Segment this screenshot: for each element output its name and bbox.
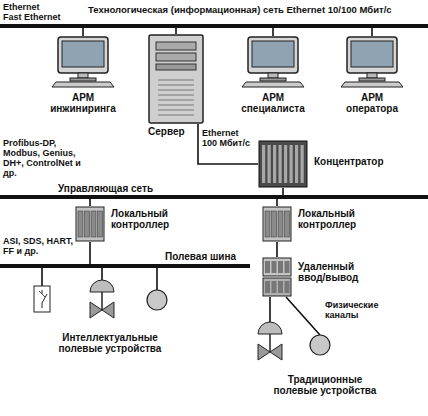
remote-io-icon [262, 257, 292, 297]
device-node: АРМ инжиниринга [47, 36, 119, 114]
connector [198, 124, 258, 164]
field-devices-picture-svg [20, 272, 200, 328]
edge-label: Ethernet 100 Мбит/с [202, 128, 256, 148]
device-label: Локальный контроллер [111, 208, 179, 230]
controller-icon [75, 206, 105, 242]
bus-label: Управляющая сеть [58, 183, 153, 194]
server-icon [148, 34, 204, 124]
device-node: Локальный контроллер [262, 206, 292, 242]
connector [89, 199, 91, 206]
connector [272, 28, 274, 36]
bus-line [0, 24, 428, 28]
workstation-icon [339, 36, 405, 88]
bus-label: Технологическая (информационная) сеть Et… [88, 4, 392, 15]
network-label: Fast Ethernet [3, 12, 61, 22]
field-devices-picture-svg [230, 318, 420, 370]
device-node: АРМ оператора [336, 36, 408, 114]
device-label: Удаленный ввод/вывод [298, 261, 366, 283]
device-label: Концентратор [314, 156, 384, 167]
device-node: Сервер [148, 34, 208, 137]
field-devices-picture [20, 272, 200, 328]
caption-wrap: Сервер [148, 34, 208, 137]
bus-line [0, 264, 250, 268]
group-caption: Интеллектуальные полевые устройства [51, 332, 169, 354]
connector [371, 28, 373, 36]
field-devices-picture [230, 318, 420, 370]
bus-line [0, 195, 428, 199]
workstation-label: АРМ оператора [336, 92, 408, 114]
server-icon-svg [148, 34, 204, 124]
server-label: Сервер [148, 126, 208, 137]
group-caption: Традиционные полевые устройства [266, 374, 384, 396]
workstation-icon-svg [240, 36, 306, 88]
network-label: ASI, SDS, HART, FF и др. [3, 236, 75, 256]
network-bus: Технологическая (информационная) сеть Et… [0, 4, 428, 28]
bus-label: Полевая шина [165, 251, 236, 262]
controller-icon [262, 206, 292, 242]
remote-io-icon-svg [262, 257, 292, 297]
hub-icon-svg [258, 140, 308, 188]
device-label: Локальный контроллер [298, 208, 366, 230]
controller-icon-svg [75, 206, 105, 242]
network-label: Физические каналы [325, 300, 391, 320]
connector [276, 242, 278, 257]
connector [276, 199, 278, 206]
network-bus: Управляющая сеть [0, 183, 428, 199]
workstation-icon [50, 36, 116, 88]
workstation-icon-svg [339, 36, 405, 88]
connector [175, 28, 177, 34]
device-node: Локальный контроллер [75, 206, 105, 242]
connector [89, 242, 91, 264]
controller-icon-svg [262, 206, 292, 242]
hub-icon [258, 140, 308, 188]
connector [282, 188, 284, 195]
caption-wrap: АРМ специалиста [237, 36, 309, 114]
field-device-group: Интеллектуальные полевые устройства [20, 272, 200, 362]
connector [82, 28, 84, 36]
field-device-group: Традиционные полевые устройства [230, 318, 420, 410]
device-node: АРМ специалиста [237, 36, 309, 114]
workstation-icon [240, 36, 306, 88]
device-node: Концентратор [258, 140, 308, 188]
workstation-icon-svg [50, 36, 116, 88]
caption-wrap: АРМ оператора [336, 36, 408, 114]
workstation-label: АРМ инжиниринга [47, 92, 119, 114]
device-node: Удаленный ввод/вывод [262, 257, 292, 297]
caption-wrap: АРМ инжиниринга [47, 36, 119, 114]
network-label: Ethernet [3, 2, 40, 12]
network-label: Profibus-DP, Modbus, Genius, DH+, Contro… [3, 138, 83, 178]
workstation-label: АРМ специалиста [237, 92, 309, 114]
